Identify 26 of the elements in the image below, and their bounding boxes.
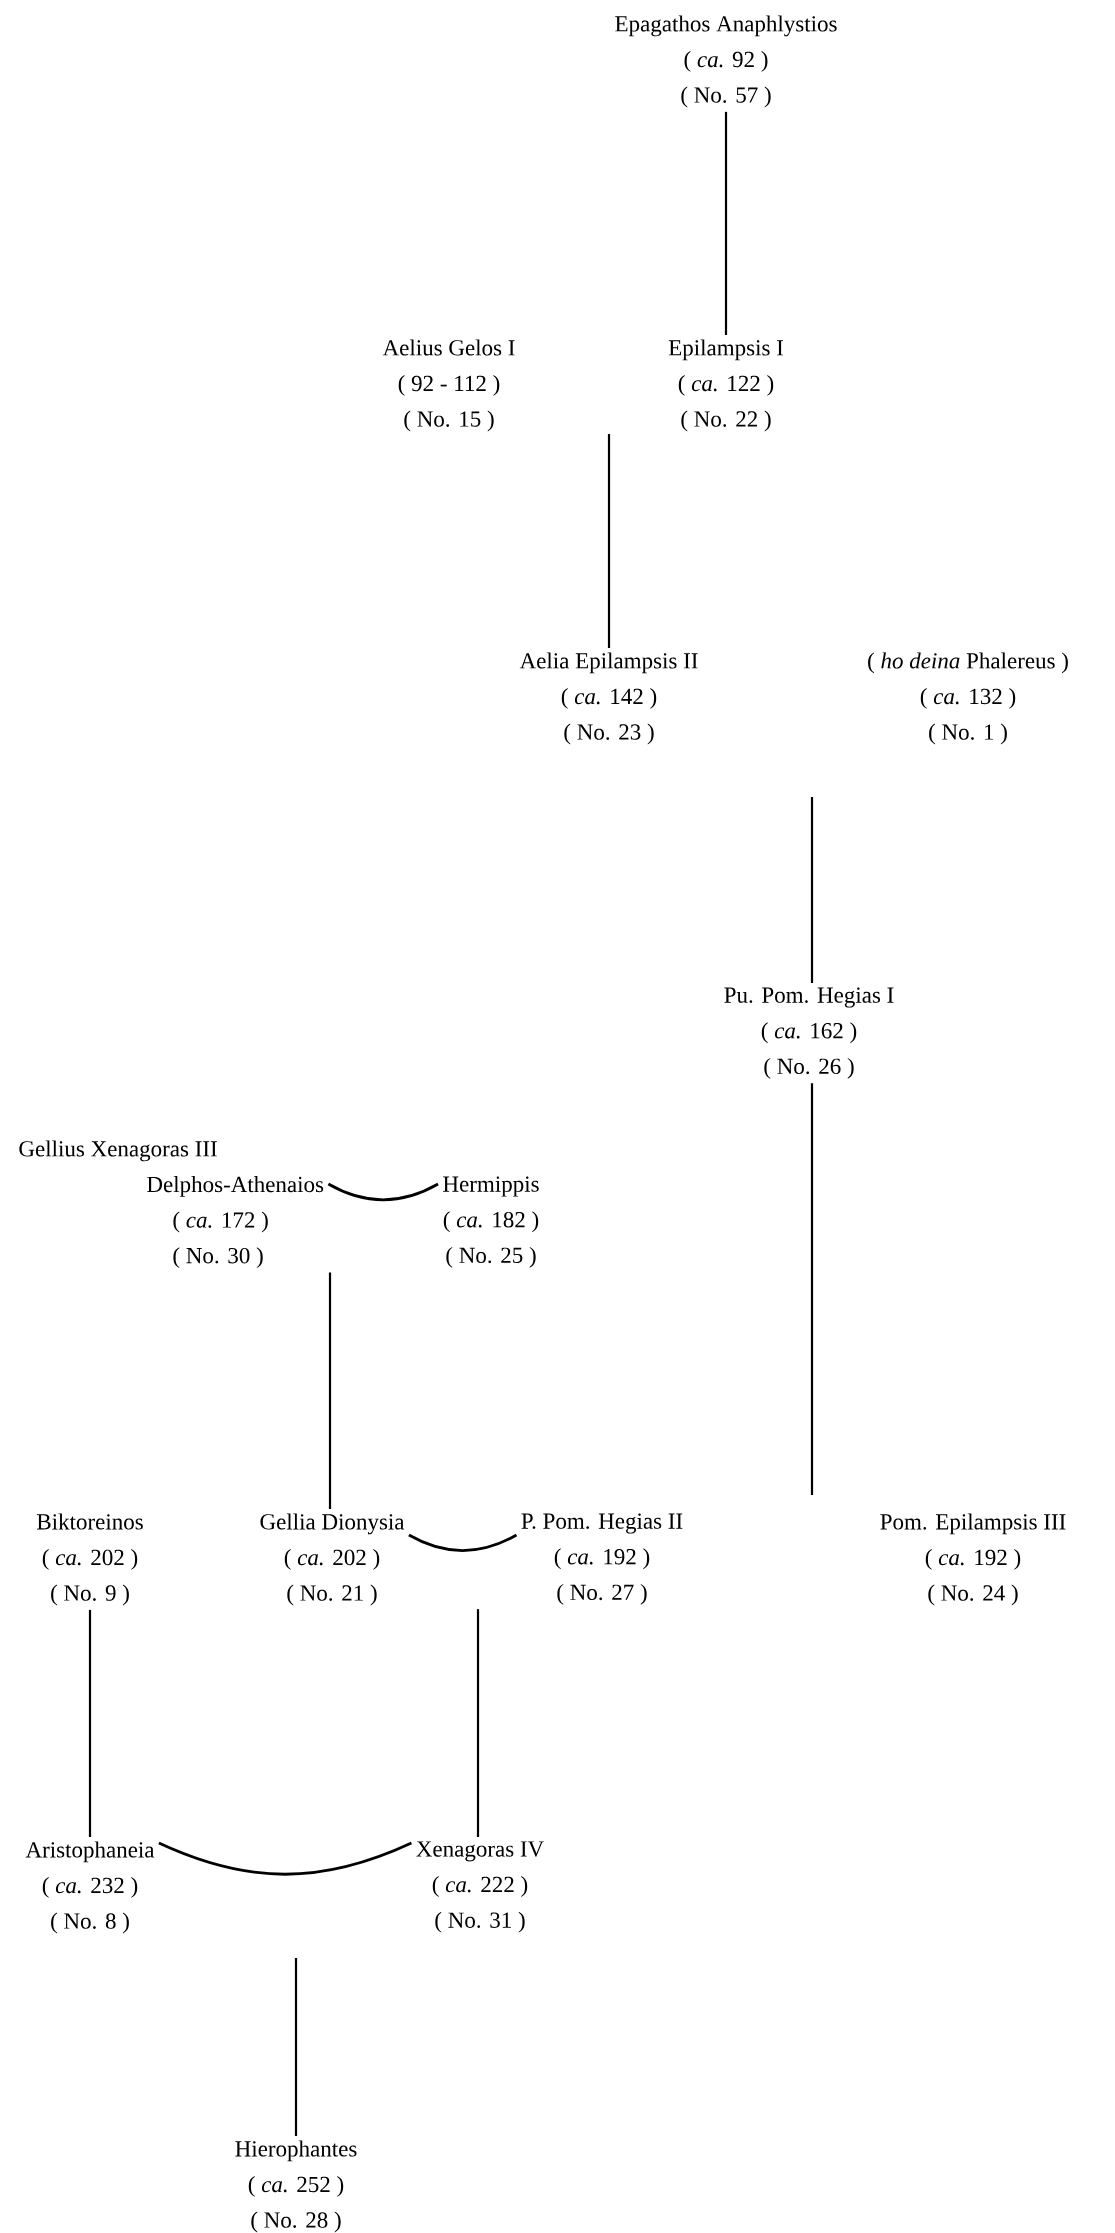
person-entry: P. Pom. Hegias II ( ca. 192 ) ( No. 27 ) xyxy=(521,1513,683,1605)
descent-line xyxy=(476,1609,480,1837)
person-entry: Epagathos Anaphlystios ( ca. 92 ) ( No. 57 ) xyxy=(615,15,837,108)
person-entry: Aristophaneia ( ca. 232 ) ( No. 8 ) xyxy=(25,1841,155,1934)
person-entry: Aelius Gelos I ( 92 - 112 ) ( No. 15 ) xyxy=(382,339,515,432)
descent-line xyxy=(724,111,728,335)
person-entry: Xenagoras IV ( ca. 222 ) ( No. 31 ) xyxy=(416,1841,544,1933)
person-entry: Aelia Epilampsis II ( ca. 142 ) ( No. 23 ) xyxy=(519,652,698,745)
descent-line xyxy=(294,1958,298,2136)
person-entry: Hermippis ( ca. 182 ) ( No. 25 ) xyxy=(443,1176,539,1268)
marriage-arc xyxy=(408,1533,518,1553)
person-entry: Pom. Epilampsis III ( ca. 192 ) ( No. 24 ) xyxy=(880,1513,1066,1606)
person-entry: Hierophantes ( ca. 252 ) ( No. 28 ) xyxy=(235,2140,357,2233)
person-entry: ( ho deina Phalereus ) ( ca. 132 ) ( No. 1 ) xyxy=(868,652,1068,745)
descent-line xyxy=(810,1083,814,1495)
person-entry: Gellius Xenagoras III Delphos-Athenaios ( ca. 172 ) ( No. 30 ) xyxy=(19,1140,324,1269)
descent-line xyxy=(328,1272,332,1509)
marriage-arc xyxy=(327,1182,439,1202)
descent-line xyxy=(607,434,611,648)
person-entry: Epilampsis I ( ca. 122 ) ( No. 22 ) xyxy=(668,339,783,432)
descent-line xyxy=(810,797,814,983)
marriage-arc xyxy=(158,1841,412,1876)
person-entry: Biktoreinos ( ca. 202 ) ( No. 9 ) xyxy=(37,1513,143,1606)
person-entry: Pu. Pom. Hegias I ( ca. 162 ) ( No. 26 ) xyxy=(724,987,894,1079)
person-entry: Gellia Dionysia ( ca. 202 ) ( No. 21 ) xyxy=(260,1513,405,1606)
descent-line xyxy=(88,1609,92,1837)
